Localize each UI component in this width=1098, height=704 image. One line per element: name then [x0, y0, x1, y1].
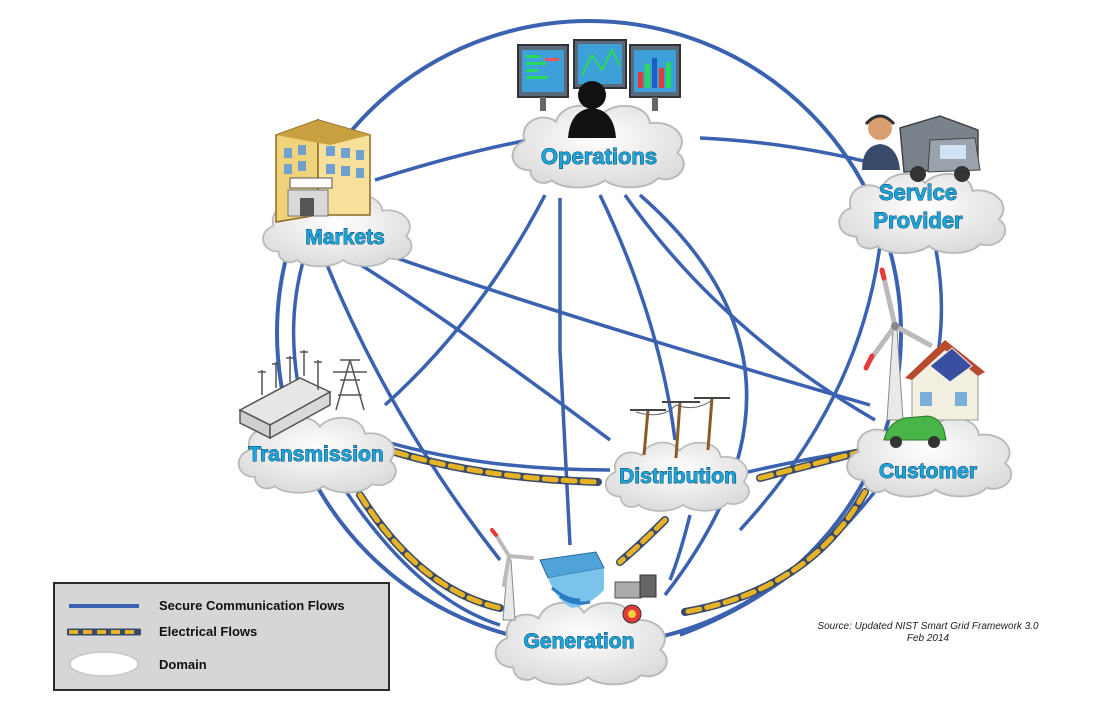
- substation-tower-icon: [238, 350, 367, 440]
- source-line-2: Feb 2014: [906, 633, 950, 644]
- label-transmission: Transmission: [248, 443, 383, 466]
- legend-row-communication: Secure Communication Flows: [55, 594, 388, 618]
- technician-truck-icon: [862, 114, 981, 182]
- power-plant-icon: [490, 528, 657, 624]
- label-distribution: Distribution: [619, 465, 737, 488]
- communication-line-swatch: [69, 604, 139, 608]
- legend-row-electrical: Electrical Flows: [55, 620, 388, 644]
- label-operations: Operations: [541, 144, 657, 169]
- electrical-line-swatch: [67, 628, 141, 636]
- label-service-provider-line1: Service: [879, 180, 957, 205]
- legend-row-domain: Domain: [55, 650, 388, 680]
- label-markets: Markets: [305, 226, 384, 249]
- market-building-icon: [275, 118, 371, 223]
- label-generation: Generation: [524, 630, 635, 653]
- legend: Secure Communication Flows Electrical Fl…: [53, 582, 390, 691]
- house-wind-solar-car-icon: [863, 267, 985, 448]
- electrical-flows: [356, 448, 869, 616]
- domain-cloud-swatch: [69, 651, 139, 677]
- utility-pole-icon: [630, 397, 730, 459]
- legend-label-domain: Domain: [159, 657, 207, 672]
- legend-label-electrical: Electrical Flows: [159, 624, 258, 639]
- label-customer: Customer: [879, 460, 977, 483]
- source-note: Source: Updated NIST Smart Grid Framewor…: [808, 621, 1048, 645]
- label-service-provider-line2: Provider: [873, 208, 963, 233]
- communication-flows: [291, 136, 944, 637]
- source-line-1: Source: Updated NIST Smart Grid Framewor…: [817, 621, 1039, 632]
- control-room-icon: [517, 39, 681, 138]
- legend-label-communication: Secure Communication Flows: [159, 598, 345, 613]
